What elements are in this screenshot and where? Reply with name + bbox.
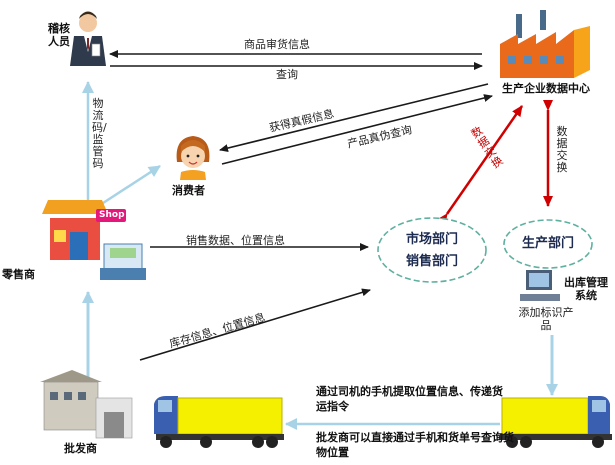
inspector-figure [70, 11, 106, 66]
retailer-shop [42, 200, 146, 280]
right-truck [500, 396, 612, 448]
data-center-label: 生产企业数据中心 [502, 82, 590, 95]
factory-illustration [500, 10, 590, 78]
sales-dept-label: 销售部门 [405, 254, 458, 269]
consumer-label: 消费者 [172, 184, 205, 197]
warehouse-computer [520, 270, 560, 301]
wholesaler-note: 批发商可以直接通过手机和货单号查询货物位置 [316, 431, 514, 459]
shop-sign: Shop [99, 210, 125, 220]
arrow-retailer-to-consumer [99, 164, 161, 207]
market-dept-label: 市场部门 [405, 232, 458, 247]
driver-note: 通过司机的手机提取位置信息、传递货运指令 [316, 385, 503, 413]
warehouse-system-label: 出库管理系统 [564, 276, 608, 302]
arrow-get-authenticity [219, 83, 489, 152]
query-label: 查询 [276, 68, 298, 81]
arrow-inventory [139, 288, 371, 361]
inspector-label: 稽核人员 [48, 22, 70, 48]
sales-data-label: 销售数据、位置信息 [186, 234, 285, 247]
arrow-red-left [437, 105, 524, 226]
logistics-code-label: 物流码/监管码 [92, 97, 107, 170]
arrow-product-query [221, 94, 493, 165]
retailer-label: 零售商 [2, 268, 35, 281]
data-exchange-right-label: 数据交换 [556, 125, 568, 174]
tag-product-label: 添加标识产品 [518, 306, 574, 332]
market-sales-cloud [377, 217, 487, 283]
consumer-figure [176, 136, 210, 180]
production-dept-label: 生产部门 [521, 236, 574, 251]
goods-audit-label: 商品审货信息 [244, 38, 310, 51]
wholesaler-label: 批发商 [64, 442, 97, 455]
production-cloud [503, 219, 593, 269]
wholesaler-building [40, 370, 133, 439]
left-truck [154, 396, 284, 448]
